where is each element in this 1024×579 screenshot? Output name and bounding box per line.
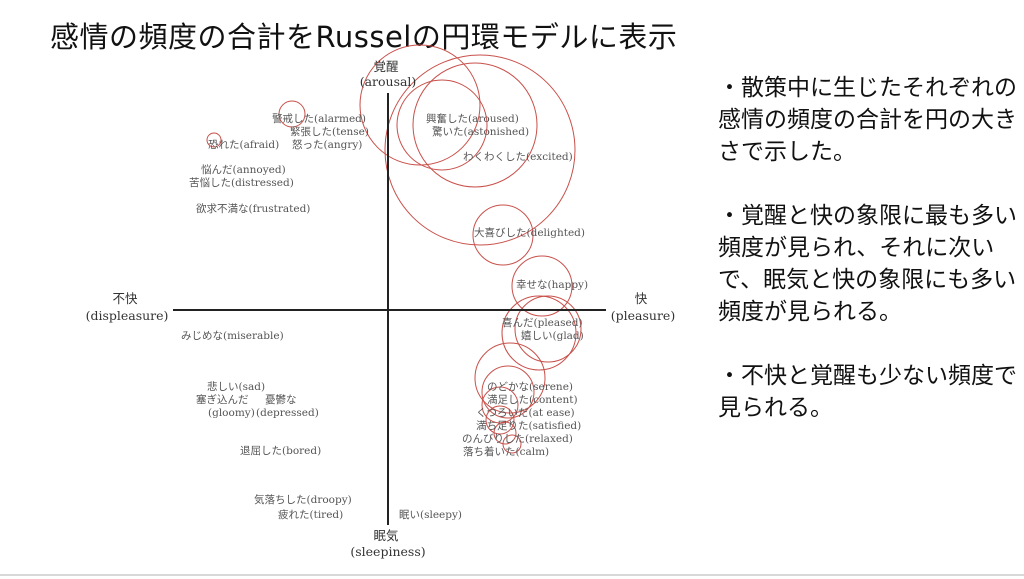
emotion-label: 塞ぎ込んだ xyxy=(196,393,249,406)
axis-label-left: 不快 (displeasure) xyxy=(86,291,169,323)
emotion-label: (depressed) xyxy=(256,407,319,419)
freq-circle-glad xyxy=(514,295,582,363)
emotion-label: みじめな(miserable) xyxy=(181,330,284,342)
freq-circle-afraid xyxy=(206,132,222,148)
circumplex-diagram: 覚醒 (arousal) 眠気 (sleepiness) 不快 (displea… xyxy=(86,44,675,559)
emotion-label: のんびりした(relaxed) xyxy=(462,433,573,445)
emotion-label: 退屈した(bored) xyxy=(240,445,321,457)
note-paragraph: ・覚醒と快の象限に最も多い頻度が見られ、それに次いで、眠気と快の象限にも多い頻度… xyxy=(718,203,1017,325)
axis-label-top: 覚醒 (arousal) xyxy=(360,59,417,89)
axis-label-right: 快 (pleasure) xyxy=(611,291,675,323)
axis-label-bottom: 眠気 (sleepiness) xyxy=(350,528,425,559)
emotion-label: わくわくした(excited) xyxy=(463,151,573,163)
frequency-circles xyxy=(206,44,582,454)
note-paragraph: ・不快と覚醒も少ない頻度で見られる。 xyxy=(718,363,1017,421)
emotion-label: 憂鬱な xyxy=(265,393,297,406)
freq-circle-pleased xyxy=(501,295,577,371)
freq-circle-satisfied xyxy=(485,405,515,435)
emotion-label: 落ち着いた(calm) xyxy=(463,445,549,458)
emotion-label: 悲しい(sad) xyxy=(207,380,265,393)
emotion-label: 緊張した(tense) xyxy=(290,126,369,138)
emotion-label: 興奮した(aroused) xyxy=(426,112,519,125)
emotion-labels: 警戒した(alarmed) 緊張した(tense) 恐れた(afraid) 怒っ… xyxy=(181,112,588,521)
freq-circle-relaxed xyxy=(493,421,517,445)
freq-circle-aroused xyxy=(359,44,481,166)
note-paragraph: ・散策中に生じたそれぞれの感情の頻度の合計を円の大きさで示した。 xyxy=(718,75,1017,165)
emotion-label: (gloomy) xyxy=(208,407,255,419)
emotion-label: 欲求不満な(frustrated) xyxy=(196,202,310,215)
emotion-label: 驚いた(astonished) xyxy=(432,125,529,138)
emotion-label: 幸せな(happy) xyxy=(516,279,588,291)
emotion-label: 気落ちした(droopy) xyxy=(254,493,352,506)
emotion-label: 怒った(angry) xyxy=(292,138,362,151)
emotion-label: 満ち足りた(satisfied) xyxy=(476,420,581,432)
emotion-label: 満足した(content) xyxy=(487,394,578,406)
summary-notes: ・散策中に生じたそれぞれの感情の頻度の合計を円の大きさで示した。 ・覚醒と快の象… xyxy=(718,72,1018,424)
emotion-label: 悩んだ(annoyed) xyxy=(201,163,286,176)
freq-circle-serene xyxy=(474,342,546,414)
slide-divider xyxy=(0,574,1024,576)
freq-circle-alarmed xyxy=(278,100,306,128)
freq-circle-happy xyxy=(511,255,573,317)
freq-circle-content xyxy=(481,365,535,419)
emotion-label: くつろいだ(at ease) xyxy=(476,407,575,419)
emotion-label: 嬉しい(glad) xyxy=(521,329,584,342)
emotion-label: 大喜びした(delighted) xyxy=(474,226,585,239)
freq-circle-excited-large xyxy=(384,54,576,246)
emotion-label: 苦悩した(distressed) xyxy=(189,176,294,189)
emotion-label: 恐れた(afraid) xyxy=(208,139,279,151)
freq-circle-astonished xyxy=(396,79,488,171)
emotion-label: のどかな(serene) xyxy=(487,381,573,393)
freq-circle-excited xyxy=(412,62,538,188)
freq-circle-calm xyxy=(502,434,522,454)
emotion-label: 警戒した(alarmed) xyxy=(272,112,366,125)
emotion-label: 眠い(sleepy) xyxy=(399,509,462,521)
emotion-label: 疲れた(tired) xyxy=(278,508,343,521)
slide-title: 感情の頻度の合計をRusselの円環モデルに表示 xyxy=(50,20,678,54)
freq-circle-delighted xyxy=(472,204,534,266)
emotion-label: 喜んだ(pleased) xyxy=(502,316,583,329)
